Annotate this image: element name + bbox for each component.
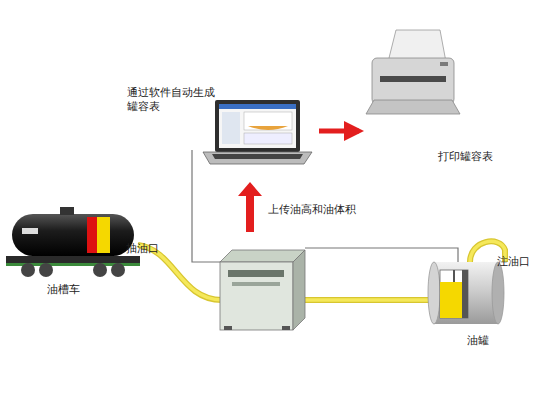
storage-tank xyxy=(428,262,504,324)
node-label: 打印罐容表 xyxy=(438,150,518,164)
wire xyxy=(305,248,458,262)
node-label: 通过软件自动生成罐容表 xyxy=(127,86,223,114)
tank-car-node: 油槽车 xyxy=(5,205,145,275)
hose xyxy=(305,298,430,302)
port-label: 注油口 xyxy=(497,255,530,269)
upload-arrow xyxy=(238,182,262,232)
wire xyxy=(192,150,220,262)
collector-device xyxy=(220,250,305,330)
laptop xyxy=(203,100,312,164)
laptop-node: 通过软件自动生成罐容表 xyxy=(205,100,305,162)
printer-node: 打印罐容表 xyxy=(365,25,460,135)
tank-car xyxy=(6,207,140,277)
node-label: 油罐 xyxy=(467,334,507,348)
tank-node: 油罐 xyxy=(428,255,508,327)
hose xyxy=(305,297,430,303)
node-label: 油槽车 xyxy=(47,283,107,297)
upload-label: 上传油高和油体积 xyxy=(268,203,356,217)
port-label: 抽油口 xyxy=(126,242,159,256)
printer xyxy=(366,30,460,114)
arrow-connector xyxy=(319,129,359,134)
